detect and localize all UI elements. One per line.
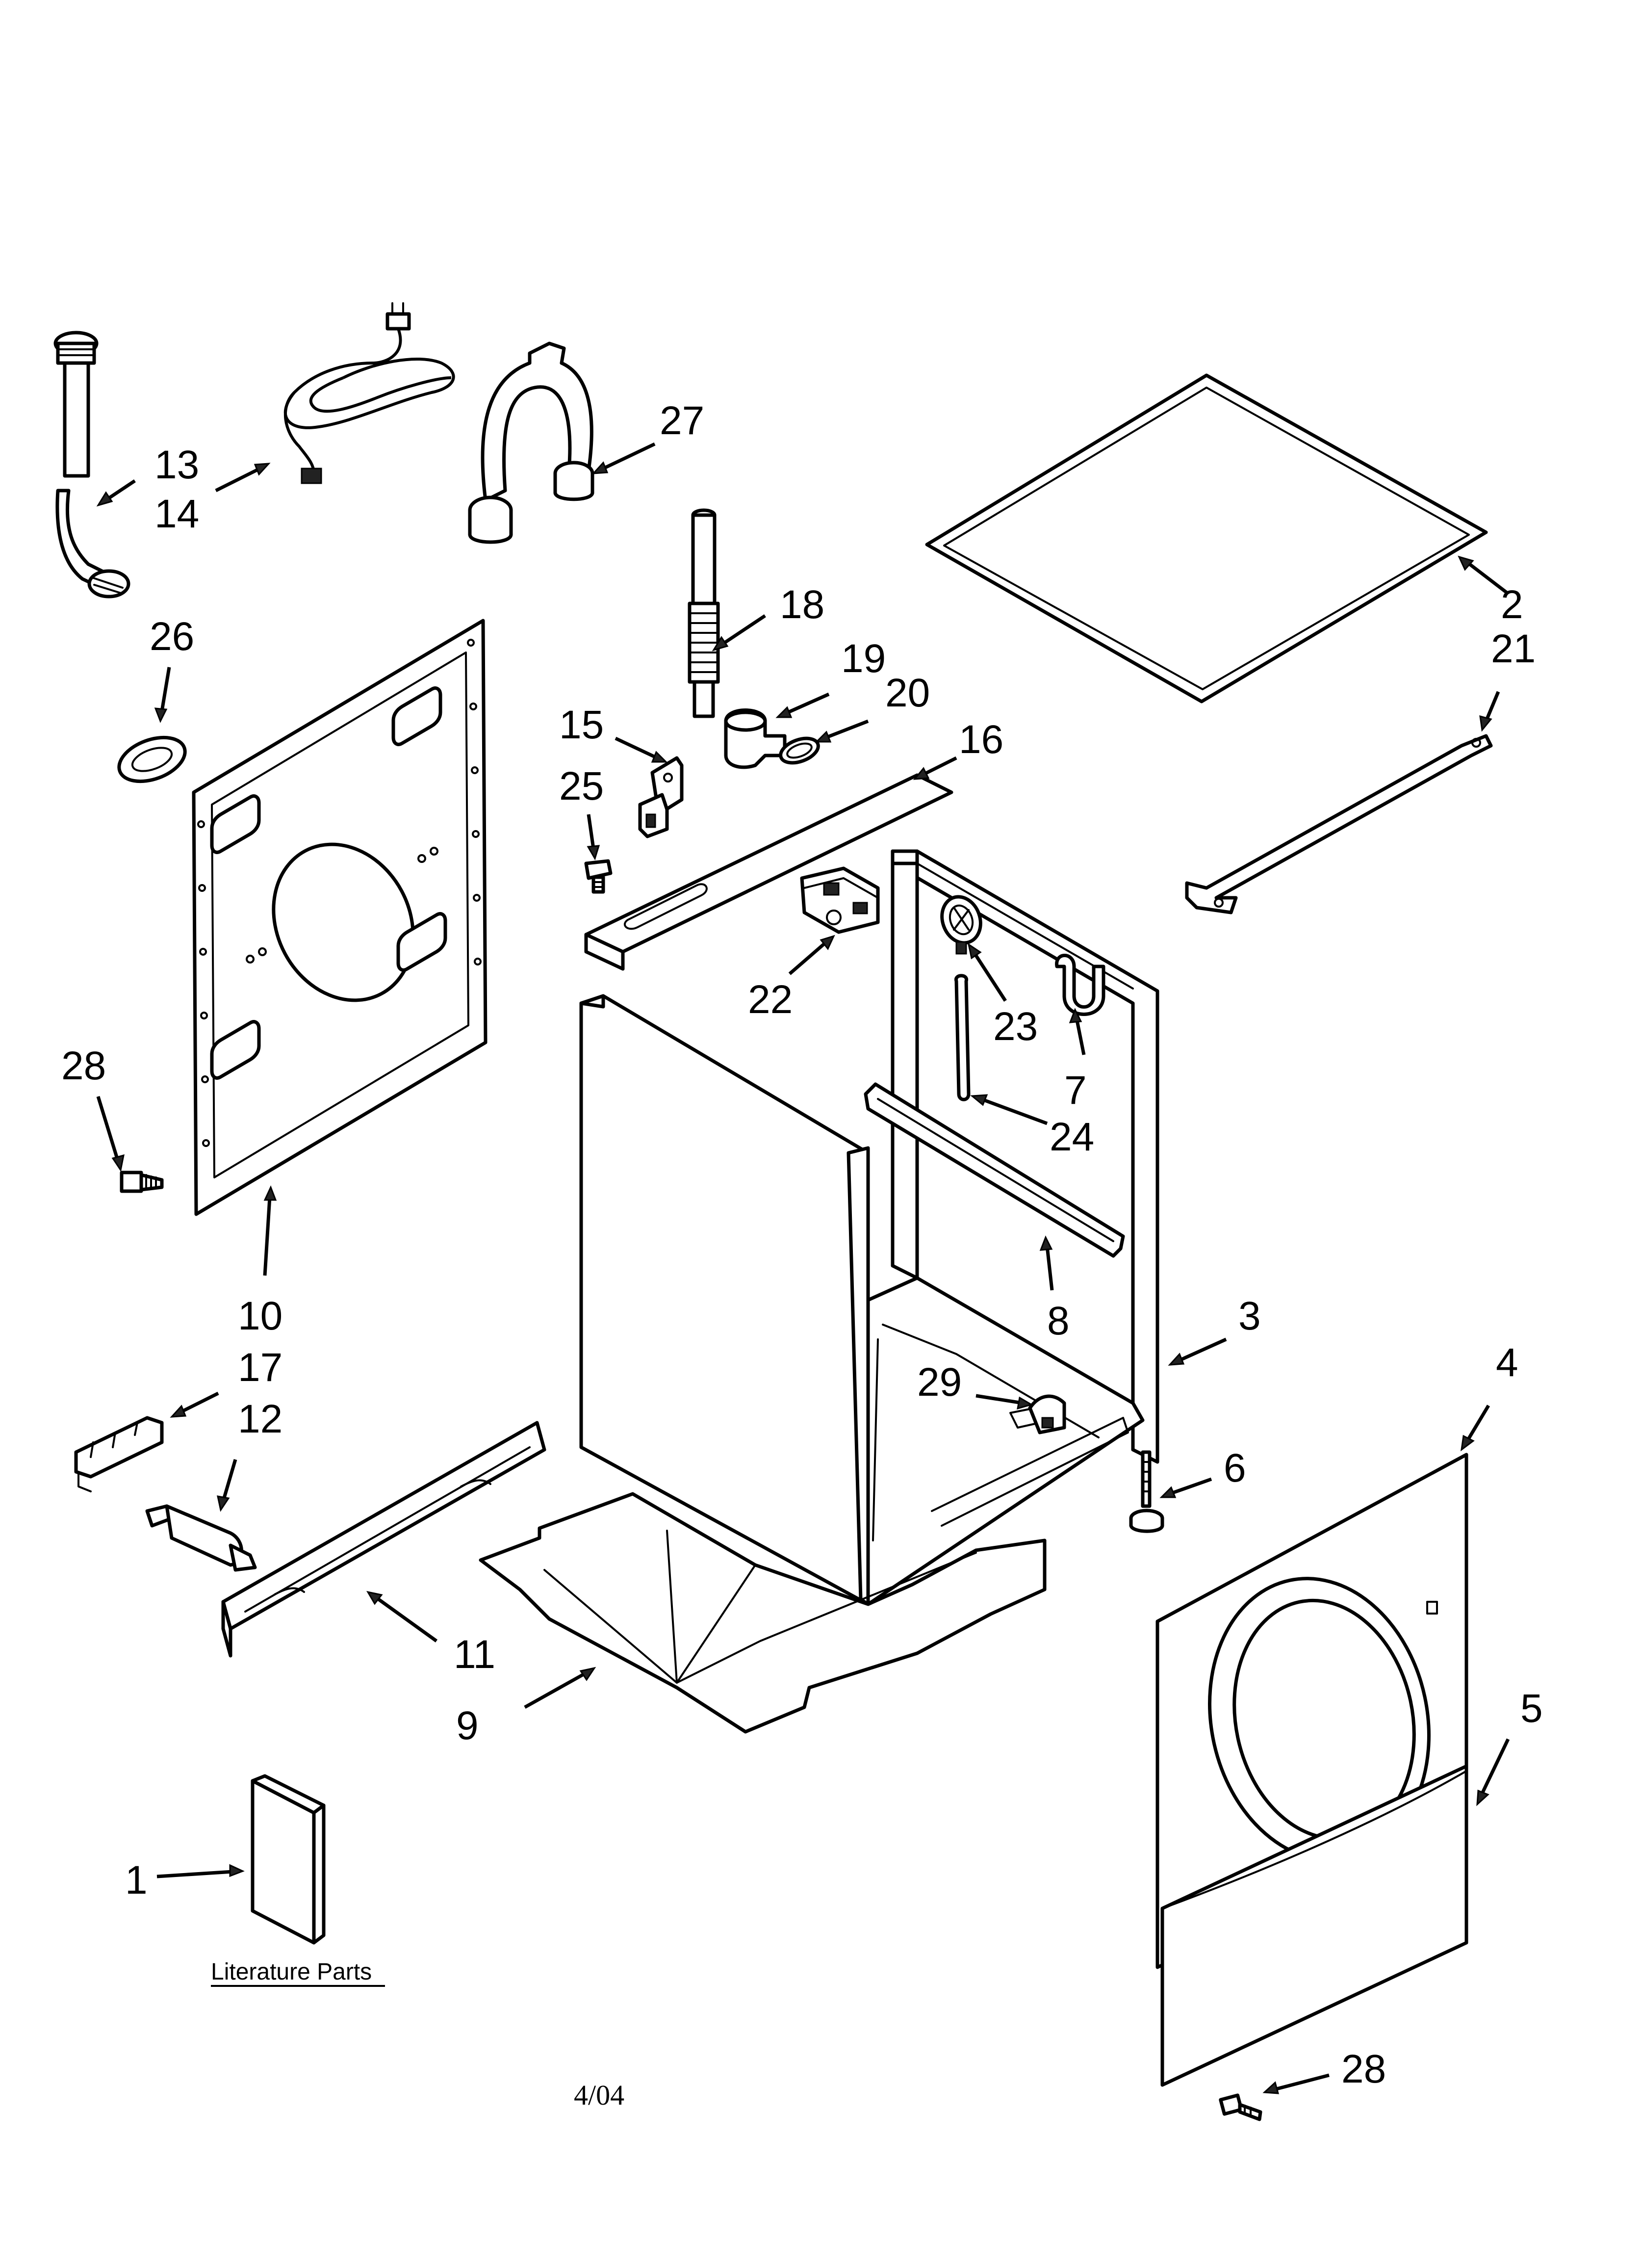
callout-27: 27 [660, 398, 704, 443]
leveling-leg [1129, 1450, 1164, 1533]
callout-29: 29 [917, 1360, 962, 1405]
callout-26: 26 [150, 614, 194, 659]
callout-12: 12 [238, 1397, 282, 1441]
rear-panel [192, 619, 487, 1216]
callout-4: 4 [1496, 1340, 1518, 1385]
callout-25: 25 [559, 764, 604, 808]
leader-arrows [96, 442, 1510, 2094]
screw-25 [584, 859, 613, 894]
screw-right [1219, 2093, 1262, 2121]
callout-14: 14 [154, 492, 199, 536]
callout-1: 1 [125, 1858, 148, 1903]
drain-hose [688, 508, 720, 718]
callout-15: 15 [559, 703, 604, 747]
clip-strip [74, 1416, 164, 1492]
callout-18: 18 [780, 582, 824, 627]
callout-20: 20 [885, 671, 930, 715]
top-rail [584, 773, 953, 971]
callout-13: 13 [154, 443, 199, 487]
fill-hose [53, 331, 130, 599]
literature-book [251, 1774, 326, 1945]
grommet [117, 735, 187, 783]
callout-6: 6 [1224, 1446, 1246, 1490]
callout-3: 3 [1238, 1294, 1261, 1338]
callout-17: 17 [238, 1345, 282, 1390]
pressure-switch [800, 866, 880, 934]
callout-7: 7 [1064, 1068, 1087, 1113]
toe-panel [1160, 1764, 1468, 2087]
damper [145, 1504, 257, 1572]
callout-16: 16 [959, 717, 1003, 762]
drain-elbow [724, 708, 820, 769]
literature-caption: Literature Parts [211, 1959, 372, 1985]
screw-left [120, 1171, 164, 1193]
callout-21: 21 [1491, 626, 1536, 671]
callout-28-right: 28 [1341, 2047, 1386, 2091]
callout-5: 5 [1520, 1686, 1543, 1731]
brace [1185, 734, 1493, 914]
callout-24: 24 [1050, 1115, 1094, 1159]
callout-2: 2 [1501, 582, 1523, 627]
bracket [638, 756, 684, 838]
clip-29 [1028, 1394, 1066, 1434]
callout-22: 22 [748, 977, 793, 1022]
date-code: 4/04 [574, 2079, 624, 2111]
callout-8: 8 [1047, 1299, 1070, 1343]
hose-24 [954, 974, 971, 1101]
callout-labels: 13 14 27 18 2 21 26 19 20 15 16 25 22 23… [61, 398, 1543, 2091]
power-cord [283, 302, 455, 484]
water-valve [940, 895, 982, 955]
front-rail [221, 1421, 546, 1658]
callout-28-left: 28 [61, 1043, 106, 1088]
callout-9: 9 [456, 1703, 479, 1748]
callout-10: 10 [238, 1294, 282, 1338]
callout-11: 11 [454, 1632, 495, 1677]
base-pan [479, 1492, 1047, 1734]
cross-brace [864, 1082, 1125, 1258]
top-frame [925, 373, 1488, 704]
callout-19: 19 [841, 636, 886, 681]
hose-guide [468, 341, 594, 544]
callout-23: 23 [993, 1004, 1038, 1049]
